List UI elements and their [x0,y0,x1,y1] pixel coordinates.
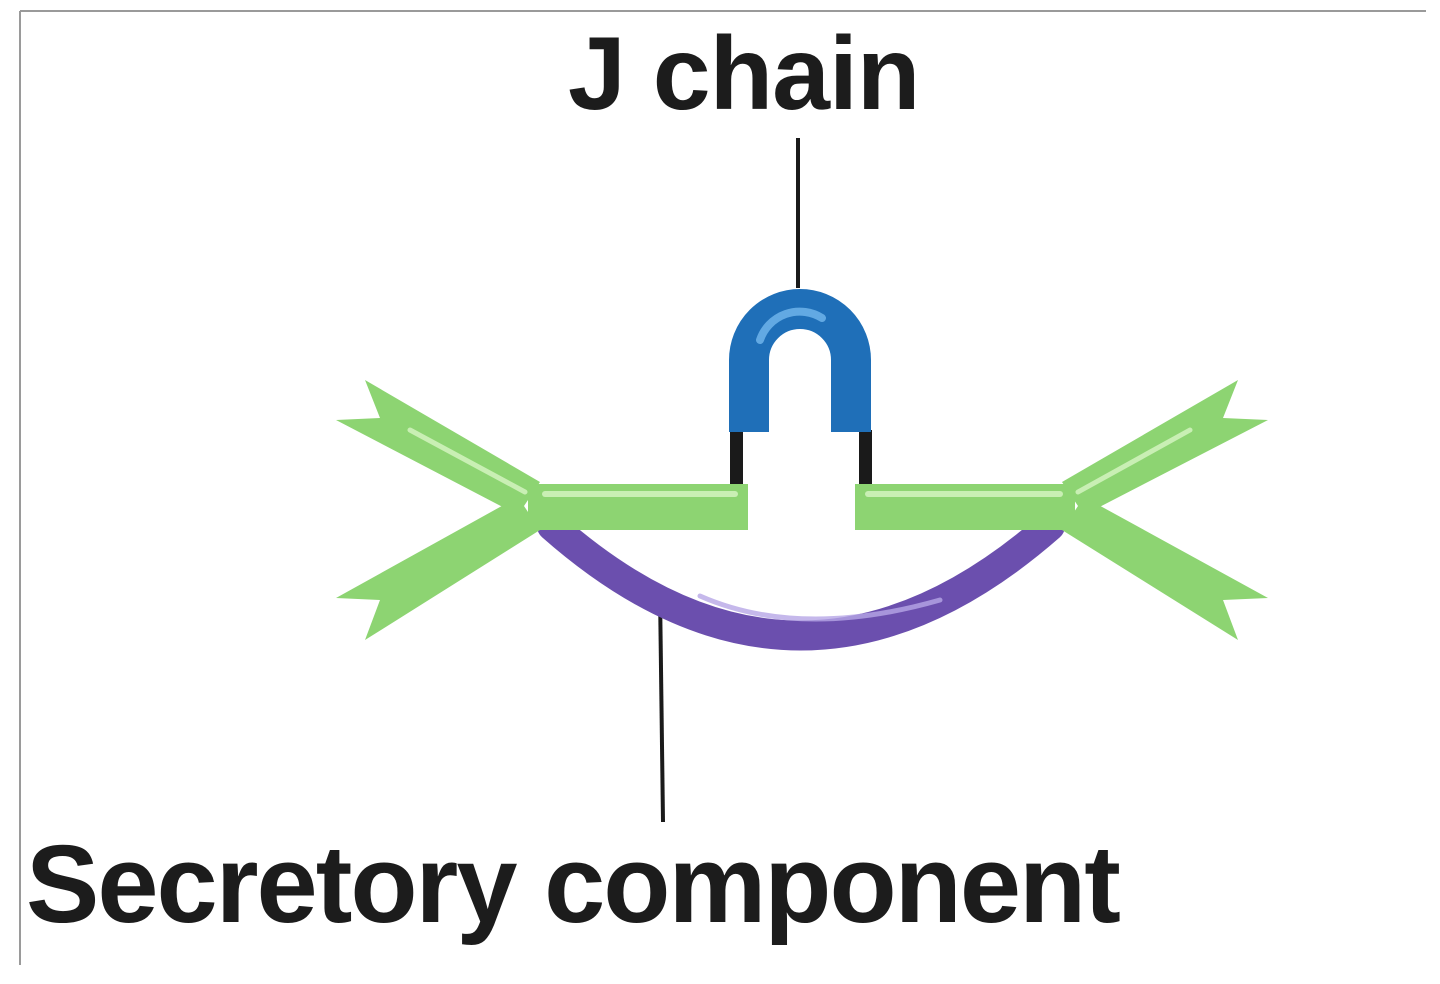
right-iga-monomer [855,380,1268,640]
j-chain-right-stub [859,430,872,492]
j-chain-left-stub [730,430,743,492]
secretory-component-label: Secretory component [26,823,1121,946]
secretory-component-arc [537,511,1065,651]
j-chain-loop [729,289,871,432]
secretory-component-leader-line [658,591,665,823]
left-iga-monomer [336,380,748,640]
j-chain-label: J chain [568,16,920,132]
